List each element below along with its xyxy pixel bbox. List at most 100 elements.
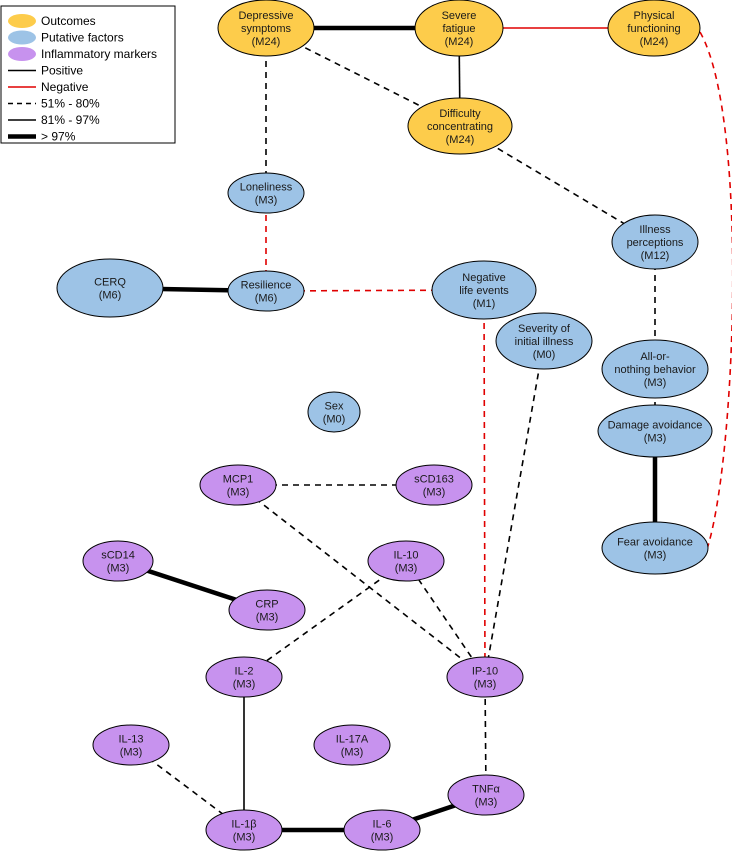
legend-label-inflammatory: Inflammatory markers bbox=[41, 47, 157, 61]
node-neg_life-shape bbox=[431, 260, 537, 320]
node-loneliness-shape bbox=[227, 172, 305, 214]
node-damage-label-0: Damage avoidance bbox=[608, 420, 703, 432]
node-scd14-label-0: sCD14 bbox=[101, 550, 135, 562]
node-severity-label-2: (M0) bbox=[533, 349, 556, 361]
node-resilience-label-0: Resilience bbox=[241, 280, 292, 292]
node-scd163-label-0: sCD163 bbox=[414, 474, 454, 486]
node-il10-label-1: (M3) bbox=[395, 563, 418, 575]
legend-label-putative: Putative factors bbox=[41, 31, 124, 45]
node-cerq: CERQ(M6) bbox=[56, 258, 164, 318]
node-mcp1: MCP1(M3) bbox=[199, 464, 277, 506]
node-illness_perc-shape bbox=[611, 214, 699, 270]
node-illness_perc-label-1: perceptions bbox=[627, 237, 684, 249]
node-scd163: sCD163(M3) bbox=[395, 464, 473, 506]
node-physical-label-0: Physical bbox=[634, 10, 675, 22]
node-neg_life-label-0: Negative bbox=[462, 272, 505, 284]
node-il1b-label-0: IL-1β bbox=[231, 819, 256, 831]
node-all_or_nothing-label-1: nothing behavior bbox=[614, 364, 696, 376]
node-il13: IL-13(M3) bbox=[92, 724, 170, 766]
node-damage-label-1: (M3) bbox=[644, 433, 667, 445]
node-loneliness-label-1: (M3) bbox=[255, 195, 278, 207]
node-il17a-label-1: (M3) bbox=[341, 747, 364, 759]
node-sex-label-0: Sex bbox=[325, 401, 344, 413]
node-il2-label-0: IL-2 bbox=[235, 666, 254, 678]
node-il6-shape bbox=[343, 809, 421, 851]
node-scd14: sCD14(M3) bbox=[82, 540, 154, 582]
node-mcp1-label-0: MCP1 bbox=[223, 474, 254, 486]
node-damage: Damage avoidance(M3) bbox=[597, 404, 713, 458]
node-neg_life-label-1: life events bbox=[459, 285, 509, 297]
node-all_or_nothing-shape bbox=[601, 339, 709, 399]
nodes-layer: Depressivesymptoms(M24)Severefatigue(M24… bbox=[56, 0, 713, 851]
node-cerq-label-1: (M6) bbox=[99, 290, 122, 302]
node-tnfa-label-1: (M3) bbox=[475, 797, 498, 809]
node-cerq-shape bbox=[56, 258, 164, 318]
node-mcp1-label-1: (M3) bbox=[227, 487, 250, 499]
node-il17a-label-0: IL-17A bbox=[336, 734, 369, 746]
node-sex-shape bbox=[307, 391, 361, 433]
node-depressive-label-1: symptoms bbox=[241, 23, 292, 35]
node-severity-label-1: initial illness bbox=[515, 336, 574, 348]
node-illness_perc-label-0: Illness bbox=[639, 224, 671, 236]
legend-symbol-inflammatory bbox=[8, 47, 36, 61]
node-damage-shape bbox=[597, 404, 713, 458]
edge-il10-il2 bbox=[243, 560, 407, 678]
node-crp-label-1: (M3) bbox=[256, 612, 279, 624]
node-physical-label-2: (M24) bbox=[640, 36, 669, 48]
node-physical-shape bbox=[607, 0, 701, 57]
node-neg_life-label-2: (M1) bbox=[473, 298, 496, 310]
node-il2-label-1: (M3) bbox=[233, 679, 256, 691]
node-severity-shape bbox=[495, 312, 593, 370]
node-all_or_nothing-label-2: (M3) bbox=[644, 377, 667, 389]
node-il13-shape bbox=[92, 724, 170, 766]
node-fatigue-label-1: fatigue bbox=[442, 23, 475, 35]
node-concentrating-label-0: Difficulty bbox=[439, 108, 481, 120]
node-ip10-label-0: IP-10 bbox=[472, 666, 498, 678]
node-il6: IL-6(M3) bbox=[343, 809, 421, 851]
node-fear-label-1: (M3) bbox=[644, 550, 667, 562]
node-il2: IL-2(M3) bbox=[205, 656, 283, 698]
legend-label-negative: Negative bbox=[41, 80, 89, 94]
node-concentrating-label-2: (M24) bbox=[446, 134, 475, 146]
node-il6-label-0: IL-6 bbox=[373, 819, 392, 831]
node-ip10-shape bbox=[446, 656, 524, 698]
node-il2-shape bbox=[205, 656, 283, 698]
legend-symbol-putative bbox=[8, 30, 36, 45]
legend-label-p81_97: 81% - 97% bbox=[41, 113, 100, 127]
node-illness_perc-label-2: (M12) bbox=[641, 250, 670, 262]
node-tnfa-shape bbox=[447, 774, 525, 816]
edge-severity-ip10 bbox=[484, 340, 545, 678]
legend-label-positive: Positive bbox=[41, 64, 83, 78]
node-il6-label-1: (M3) bbox=[371, 832, 394, 844]
node-depressive-shape bbox=[217, 0, 315, 57]
legend-label-outcome: Outcomes bbox=[41, 14, 96, 28]
node-fatigue-label-2: (M24) bbox=[445, 36, 474, 48]
node-fear-shape bbox=[601, 521, 709, 575]
node-il13-label-0: IL-13 bbox=[118, 734, 143, 746]
edge-physical-fear bbox=[699, 31, 732, 553]
node-fatigue-label-0: Severe bbox=[442, 10, 477, 22]
edge-neg_life-ip10 bbox=[483, 289, 486, 678]
node-il1b: IL-1β(M3) bbox=[205, 809, 283, 851]
node-il1b-shape bbox=[205, 809, 283, 851]
node-sex-label-1: (M0) bbox=[323, 414, 346, 426]
node-il13-label-1: (M3) bbox=[120, 747, 143, 759]
node-resilience-shape bbox=[227, 270, 305, 312]
node-fear: Fear avoidance(M3) bbox=[601, 521, 709, 575]
node-concentrating-shape bbox=[407, 97, 513, 155]
node-severity-label-0: Severity of bbox=[518, 323, 571, 335]
node-resilience: Resilience(M6) bbox=[227, 270, 305, 312]
node-il10-label-0: IL-10 bbox=[393, 550, 418, 562]
node-sex: Sex(M0) bbox=[307, 391, 361, 433]
node-depressive-label-2: (M24) bbox=[252, 36, 281, 48]
legend-symbol-outcome bbox=[8, 14, 36, 28]
node-loneliness: Loneliness(M3) bbox=[227, 172, 305, 214]
node-il1b-label-1: (M3) bbox=[233, 832, 256, 844]
node-scd14-label-1: (M3) bbox=[107, 563, 130, 575]
node-il10-shape bbox=[367, 540, 445, 582]
node-cerq-label-0: CERQ bbox=[94, 277, 126, 289]
